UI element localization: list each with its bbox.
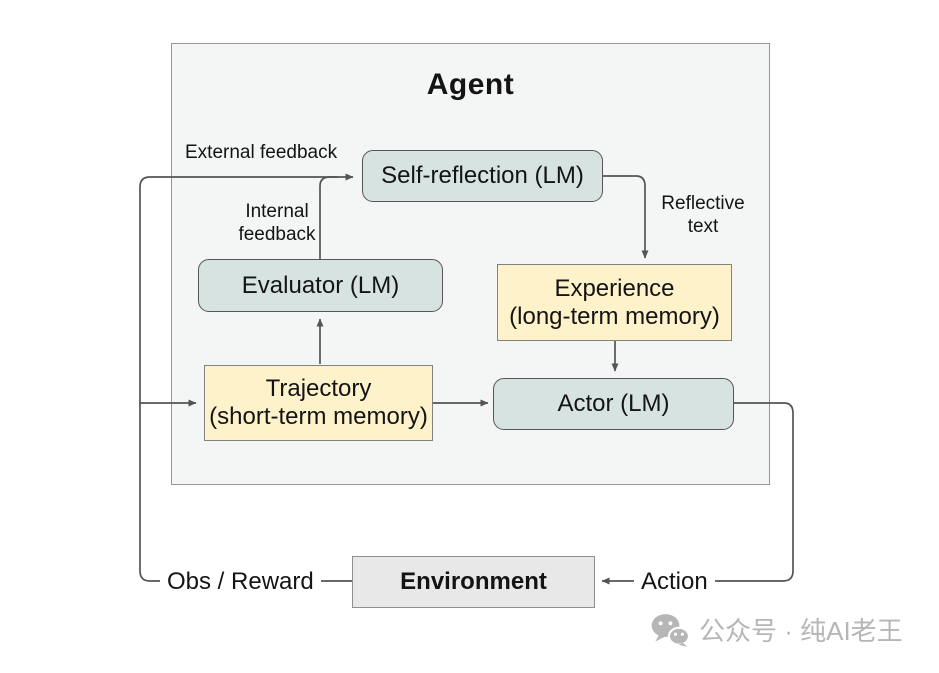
edge-actor-action-to-environment	[601, 402, 794, 585]
node-environment: Environment	[352, 556, 595, 608]
node-evaluator-label: Evaluator (LM)	[241, 271, 400, 299]
label-internal-feedback-line1: Internal	[245, 201, 309, 222]
edge-environment-obs-reward-to-self-reflection	[139, 173, 354, 582]
label-external-feedback: External feedback	[185, 142, 338, 163]
label-reflective-text-line2: text	[687, 216, 719, 237]
node-evaluator: Evaluator (LM)	[198, 259, 443, 312]
edge-self-reflection-to-experience	[603, 175, 649, 259]
node-environment-label: Environment	[400, 568, 547, 595]
label-reflective-text: Reflective text	[643, 192, 763, 238]
watermark: 公众号 · 纯AI老王	[650, 611, 903, 648]
wechat-icon	[651, 613, 690, 647]
node-self-reflection-label: Self-reflection (LM)	[381, 162, 584, 189]
node-actor-label: Actor (LM)	[557, 390, 670, 417]
node-experience: Experience (long-term memory)	[497, 264, 732, 341]
edge-evaluator-internal-feedback-riser	[319, 176, 338, 259]
label-reflective-text-line1: Reflective	[661, 193, 745, 214]
agent-title: Agent	[426, 68, 515, 101]
node-trajectory: Trajectory (short-term memory)	[204, 365, 433, 441]
node-self-reflection: Self-reflection (LM)	[362, 150, 603, 202]
label-action: Action	[634, 566, 715, 598]
label-internal-feedback: Internal feedback	[217, 200, 337, 246]
node-actor: Actor (LM)	[493, 378, 734, 430]
node-trajectory-title: Trajectory	[265, 375, 372, 402]
label-internal-feedback-line2: feedback	[238, 224, 316, 245]
watermark-text: 公众号 · 纯AI老王	[699, 616, 903, 646]
node-experience-title: Experience	[554, 274, 675, 302]
label-obs-reward: Obs / Reward	[160, 566, 321, 598]
node-experience-subtitle: (long-term memory)	[509, 302, 720, 330]
node-trajectory-subtitle: (short-term memory)	[209, 403, 428, 430]
